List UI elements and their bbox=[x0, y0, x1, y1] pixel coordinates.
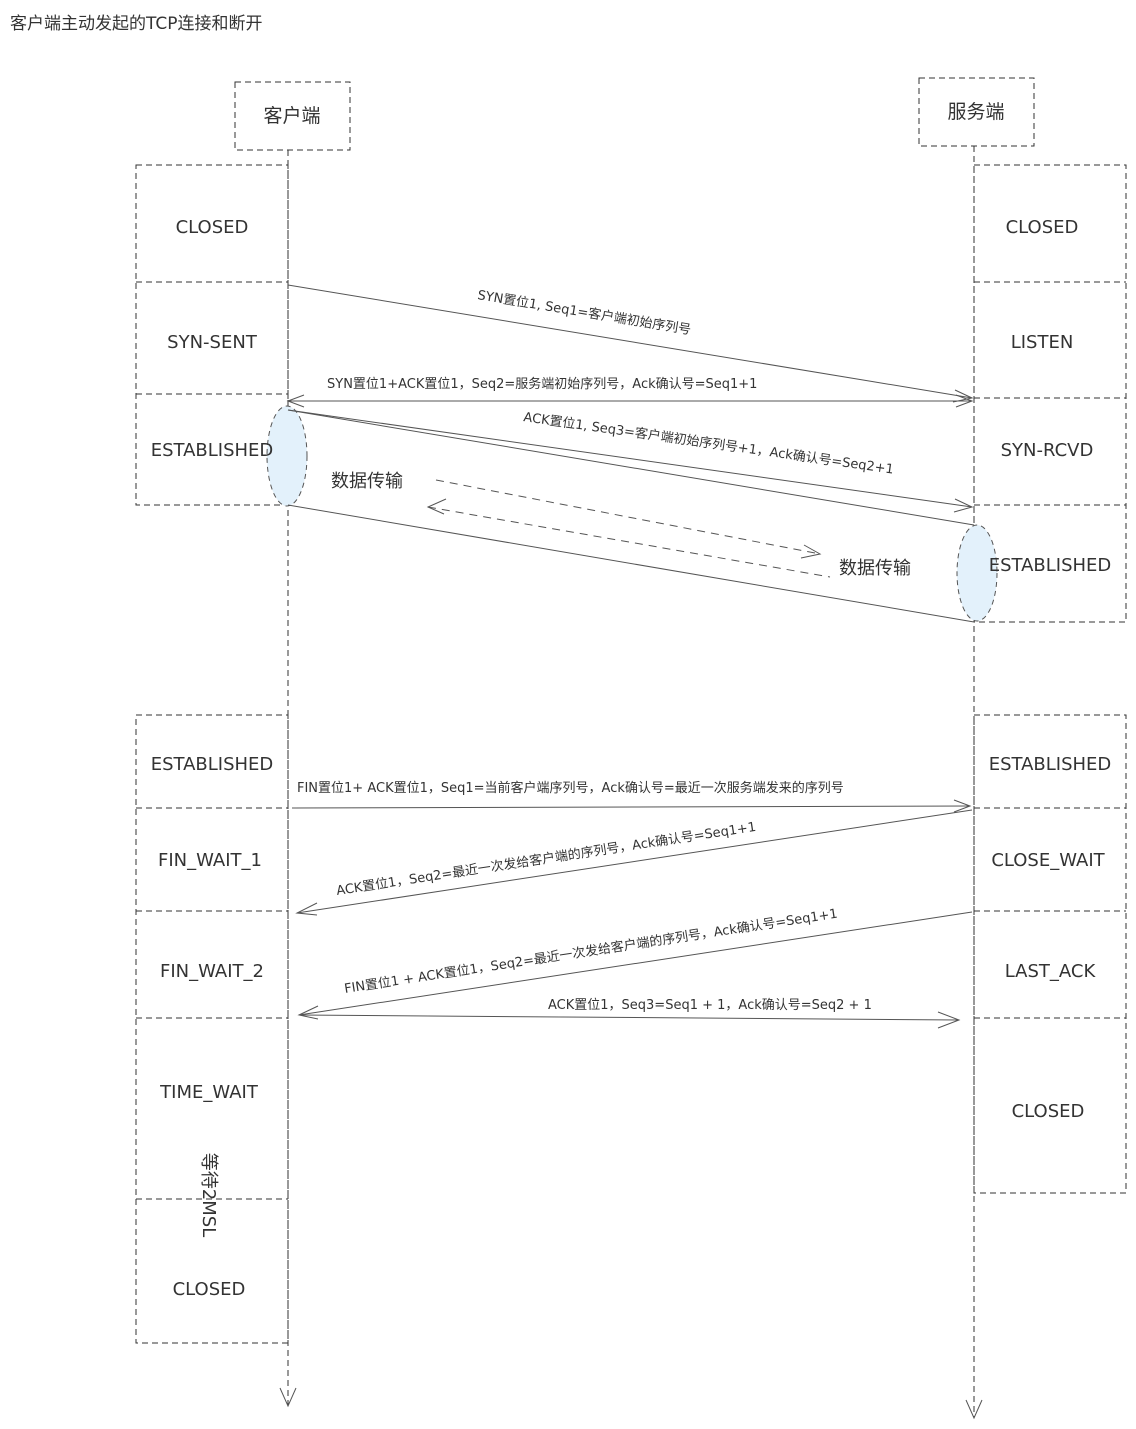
data-transfer-arrow-to-client bbox=[426, 498, 831, 578]
client-state-closed: CLOSED bbox=[176, 217, 249, 238]
client-state-established-2: ESTABLISHED bbox=[151, 754, 274, 775]
server-lifeline-arrowhead bbox=[965, 1399, 983, 1420]
data-transfer-arrow-to-server bbox=[435, 479, 822, 559]
client-state-fin-wait-1: FIN_WAIT_1 bbox=[158, 850, 262, 871]
syn-ack-message-label: SYN置位1+ACK置位1，Seq2=服务端初始序列号，Ack确认号=Seq1+… bbox=[327, 376, 757, 392]
client-actor-label: 客户端 bbox=[263, 105, 320, 127]
fin1-message-label: FIN置位1+ ACK置位1，Seq1=当前客户端序列号，Ack确认号=最近一次… bbox=[297, 780, 844, 796]
client-wait-2msl-label: 等待2MSL bbox=[198, 1153, 219, 1237]
server-state-closed: CLOSED bbox=[1006, 217, 1079, 238]
established-boundary-line-2 bbox=[287, 504, 975, 623]
client-data-transfer-label: 数据传输 bbox=[331, 471, 403, 492]
client-lifeline-arrowhead bbox=[279, 1387, 297, 1408]
server-state-syn-rcvd: SYN-RCVD bbox=[1001, 440, 1094, 461]
server-state-established-2: ESTABLISHED bbox=[989, 754, 1112, 775]
diagram-title: 客户端主动发起的TCP连接和断开 bbox=[10, 14, 263, 34]
ack-message-label: ACK置位1, Seq3=客户端初始序列号+1，Ack确认号=Seq2+1 bbox=[522, 409, 894, 478]
ack3-message-label: ACK置位1，Seq3=Seq1 + 1，Ack确认号=Seq2 + 1 bbox=[548, 998, 872, 1013]
client-established-highlight bbox=[266, 405, 308, 507]
client-state-syn-sent: SYN-SENT bbox=[167, 332, 258, 353]
server-state-established: ESTABLISHED bbox=[989, 555, 1112, 576]
ack3-arrow bbox=[298, 1011, 961, 1029]
established-boundary-line-1 bbox=[287, 409, 975, 526]
fin2-message-label: FIN置位1 + ACK置位1，Seq2=最近一次发给客户端的序列号，Ack确认… bbox=[343, 906, 839, 997]
ack2-arrow bbox=[295, 809, 973, 916]
client-state-column-top bbox=[135, 164, 289, 506]
server-state-last-ack: LAST_ACK bbox=[1005, 961, 1097, 982]
syn-message-label: SYN置位1, Seq1=客户端初始序列号 bbox=[476, 287, 692, 338]
server-state-column-top bbox=[973, 164, 1127, 623]
client-state-fin-wait-2: FIN_WAIT_2 bbox=[160, 961, 264, 982]
client-state-closed-2: CLOSED bbox=[173, 1279, 246, 1300]
server-established-highlight bbox=[956, 524, 998, 622]
server-state-listen: LISTEN bbox=[1011, 332, 1074, 353]
server-actor: 服务端 bbox=[918, 77, 1035, 147]
server-state-closed-2: CLOSED bbox=[1012, 1101, 1085, 1122]
ack2-message-label: ACK置位1，Seq2=最近一次发给客户端的序列号，Ack确认号=Seq1+1 bbox=[335, 819, 757, 899]
server-actor-label: 服务端 bbox=[947, 101, 1004, 123]
client-state-established: ESTABLISHED bbox=[151, 440, 274, 461]
server-data-transfer-label: 数据传输 bbox=[839, 558, 911, 579]
server-state-close-wait: CLOSE_WAIT bbox=[991, 850, 1105, 871]
syn-ack-arrow bbox=[286, 394, 974, 408]
server-state-column-bottom bbox=[973, 714, 1127, 1194]
fin1-arrow bbox=[291, 799, 972, 813]
client-state-time-wait: TIME_WAIT bbox=[159, 1082, 259, 1103]
ack-arrow bbox=[287, 409, 974, 513]
client-actor: 客户端 bbox=[234, 81, 351, 151]
client-state-column-bottom bbox=[135, 714, 289, 1344]
